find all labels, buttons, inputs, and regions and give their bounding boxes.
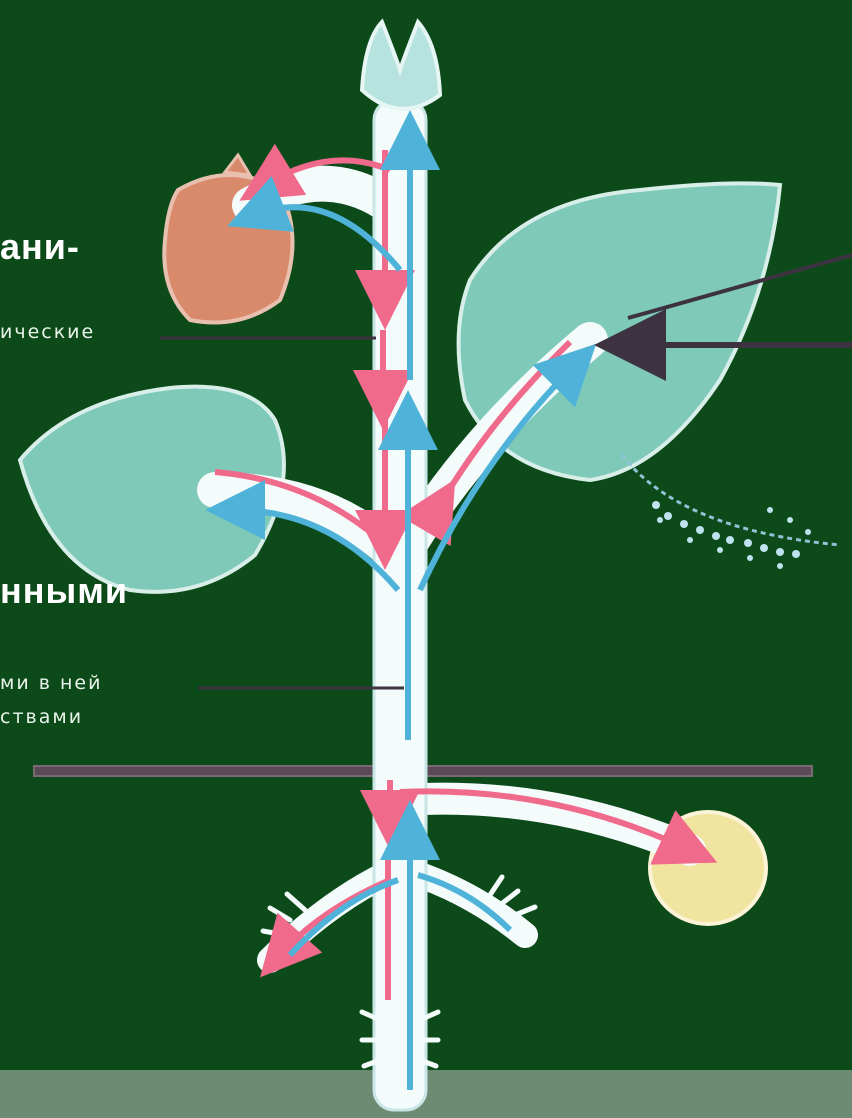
fruit-sepal <box>225 155 250 175</box>
apical-bud <box>362 22 440 109</box>
label-upper-small: ические <box>0 321 95 343</box>
transpiration-droplets <box>652 501 811 569</box>
branch-to-tuber <box>400 799 690 850</box>
label-top-bold: ани- <box>0 226 80 268</box>
label-lower-small-2: ствами <box>0 706 83 728</box>
label-lower-small-1: ми в ней <box>0 672 102 694</box>
label-middle-bold: нными <box>0 570 128 612</box>
